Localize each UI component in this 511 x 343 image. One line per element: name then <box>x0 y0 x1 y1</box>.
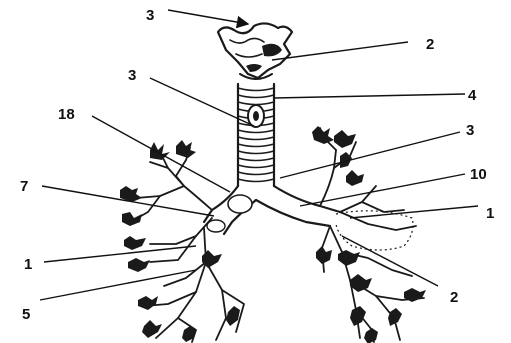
leader-lines <box>40 10 478 300</box>
leader-trachea-4 <box>274 94 465 98</box>
leader-left-18 <box>92 116 230 192</box>
label-upper-3: 3 <box>128 67 136 84</box>
larynx <box>218 23 292 79</box>
right-bronchial-tree <box>320 128 424 342</box>
leader-top-3 <box>168 10 248 24</box>
leader-right-10 <box>300 174 465 206</box>
right-bronchial-tufts <box>312 126 426 343</box>
left-bronchial-tree <box>134 148 244 342</box>
label-left-1: 1 <box>24 256 32 273</box>
label-right-1: 1 <box>486 205 494 222</box>
leader-left-5 <box>40 270 196 300</box>
right-lower-lobe-outline <box>336 211 413 250</box>
label-left-5: 5 <box>22 306 30 323</box>
label-right-2: 2 <box>450 289 458 306</box>
label-larynx-2: 2 <box>426 36 434 53</box>
label-trachea-4: 4 <box>468 87 477 104</box>
leader-right-3 <box>280 132 460 178</box>
label-left-7: 7 <box>20 178 28 195</box>
label-left-18: 18 <box>58 106 75 123</box>
leader-larynx-2 <box>272 42 408 60</box>
label-right-3: 3 <box>466 122 474 139</box>
label-top-3: 3 <box>146 7 154 24</box>
main-bronchi <box>204 186 340 234</box>
diagram-labels: 3 2 3 4 18 3 7 10 1 1 2 5 <box>20 7 494 323</box>
trachea <box>238 84 274 186</box>
label-right-10: 10 <box>470 166 487 183</box>
leader-right-1 <box>350 206 478 218</box>
